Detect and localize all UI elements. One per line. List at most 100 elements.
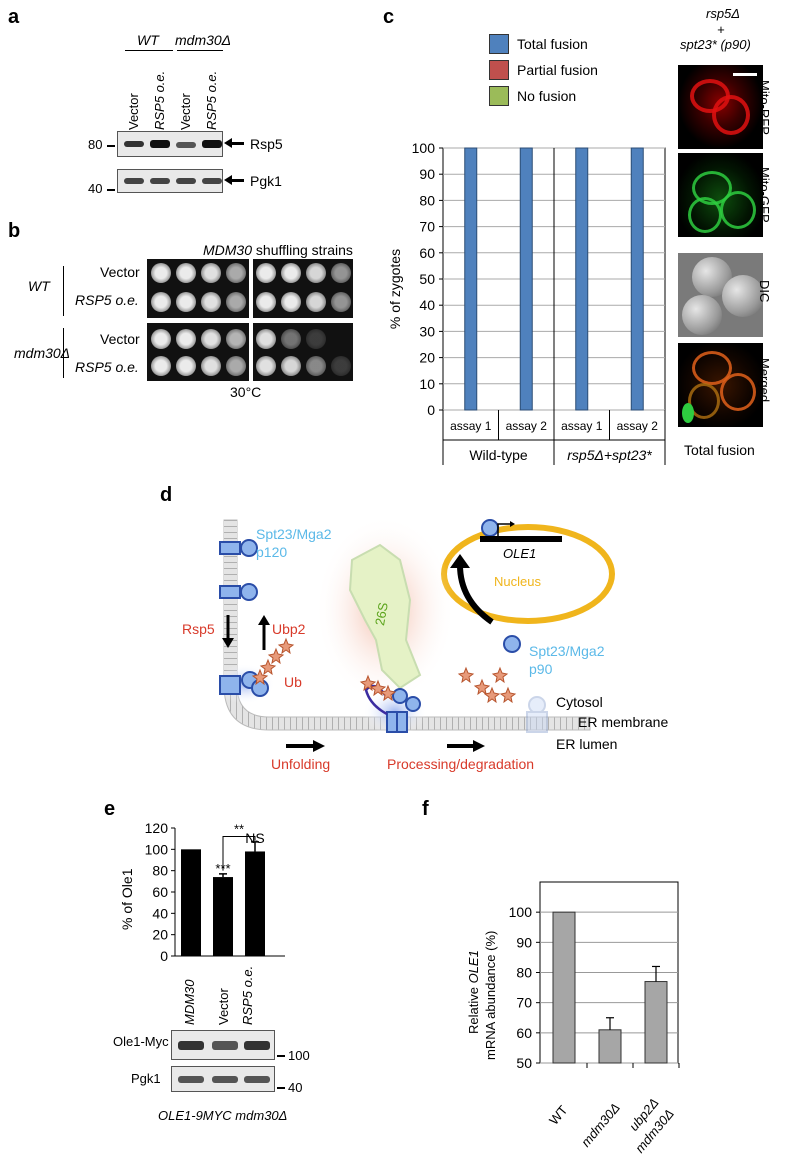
chart-e-ytick-label: 40 — [152, 905, 168, 921]
chart-c-bar — [630, 147, 644, 411]
colony-spot — [176, 263, 196, 283]
chart-c-category-label: assay 1 — [561, 419, 603, 433]
panel-label-d: d — [160, 484, 173, 506]
marker-tick-40-e — [277, 1087, 285, 1089]
chart-e-cat-rsp5-text: RSP5 o.e. — [240, 965, 255, 1025]
lane-label-1: Vector — [126, 93, 141, 130]
colony-spot — [281, 329, 301, 349]
import-arrow-head — [450, 554, 470, 568]
arrow-rsp5-head — [224, 138, 232, 148]
chart-e-sig-top: ** — [234, 821, 244, 836]
processing-arrow — [447, 740, 485, 752]
proteasome-26s — [315, 515, 455, 705]
chart-e-bar — [245, 851, 265, 956]
lane-label-3: Vector — [178, 93, 193, 130]
label-er-lumen: ER lumen — [556, 736, 618, 752]
colony-spot — [201, 292, 221, 312]
chart-f-ylabel-gene: OLE1 — [466, 950, 481, 984]
colony-spot — [226, 356, 246, 376]
marker-80: 80 — [88, 137, 103, 152]
chart-c-ytick-label: 0 — [427, 402, 435, 418]
micro-caption: Total fusion — [684, 442, 755, 458]
group-label-mdm30: mdm30Δ — [175, 32, 232, 48]
spot-group-mdm30: mdm30Δ — [14, 345, 71, 361]
chart-e-ylabel: % of Ole1 — [119, 868, 135, 930]
legend-swatch-partial — [489, 60, 509, 80]
chart-c-ylabel: % of zygotes — [387, 249, 403, 329]
chart-c-ytick-label: 20 — [419, 350, 435, 366]
label-spt23-p90-line2: p90 — [529, 661, 553, 677]
free-ubiquitin — [457, 666, 517, 704]
chart-f-ytick-label: 50 — [516, 1055, 532, 1071]
chart-e-ytick-label: 60 — [152, 884, 168, 900]
micro-image-dic — [677, 252, 764, 338]
chart-e-bar — [181, 849, 201, 956]
micro-label-merged: Merged — [757, 358, 772, 403]
chart-c-category-label: assay 1 — [450, 419, 492, 433]
label-ubp2: Ubp2 — [272, 621, 306, 637]
import-arrow — [457, 564, 494, 625]
lane-label-2: RSP5 o.e. — [152, 70, 167, 130]
chart-e-significance-bracket — [222, 836, 256, 871]
panel-label-a: a — [8, 6, 20, 28]
chart-c-bar — [519, 147, 533, 411]
spt23-p90-free — [503, 635, 521, 653]
lane-label-4: RSP5 o.e. — [204, 70, 219, 130]
chart-f-bar — [552, 911, 576, 1064]
panel-label-f: f — [422, 798, 429, 820]
legend-label-none: No fusion — [517, 88, 577, 104]
chart-c-ytick-label: 60 — [419, 245, 435, 261]
colony-spot — [226, 292, 246, 312]
colony-spot — [331, 356, 351, 376]
colony-spot — [256, 329, 276, 349]
ole1-myc-blot — [171, 1030, 275, 1060]
ubiquitin-chain-center — [359, 674, 397, 702]
label-ub: Ub — [284, 674, 302, 690]
colony-spot — [226, 263, 246, 283]
blot-label-pgk1: Pgk1 — [131, 1071, 161, 1086]
colony-spot — [306, 329, 326, 349]
panel-label-e: e — [104, 798, 116, 820]
legend-swatch-none — [489, 86, 509, 106]
colony-spot — [281, 263, 301, 283]
chart-c-bar — [575, 147, 589, 411]
spot-row-label-3: Vector — [100, 331, 140, 347]
spot-assay-title-gene: MDM30 — [203, 242, 253, 258]
chart-f-cat-mdm30: mdm30Δ — [578, 1100, 623, 1150]
spot-assay-title: MDM30 shuffling strains — [203, 242, 353, 258]
legend-swatch-total — [489, 34, 509, 54]
band-label-pgk1: Pgk1 — [250, 173, 282, 189]
spot-row-label-2: RSP5 o.e. — [75, 292, 139, 308]
panel-label-b: b — [8, 220, 21, 242]
chart-c-group-label: Wild-type — [469, 447, 528, 463]
band-label-rsp5: Rsp5 — [250, 136, 283, 152]
colony-spot — [151, 329, 171, 349]
marker-40-e: 40 — [288, 1080, 303, 1095]
micro-image-rfp — [677, 64, 764, 150]
er-vertical-segment — [224, 520, 237, 690]
label-spt23-p120-line1: Spt23/Mga2 — [256, 526, 332, 542]
rsp5-blot — [117, 131, 223, 157]
chart-e-ytick-label: 0 — [160, 948, 168, 964]
strain-label: OLE1-9MYC mdm30Δ — [158, 1108, 288, 1123]
colony-spot — [256, 263, 276, 283]
group-line-wt — [125, 50, 173, 51]
group-label-wt: WT — [137, 32, 159, 48]
chart-f-ylabel-line1: Relative OLE1 — [466, 950, 481, 1034]
colony-spot — [256, 292, 276, 312]
label-ole1-gene: OLE1 — [503, 546, 537, 561]
arrow-pgk1-head — [224, 175, 232, 185]
ubp2-arrow — [258, 615, 270, 650]
group-line-mdm30 — [177, 50, 223, 51]
chart-c-ytick-label: 90 — [419, 166, 435, 182]
chart-c-category-label: assay 2 — [617, 419, 659, 433]
chart-e-ytick-label: 20 — [152, 927, 168, 943]
chart-c-ytick-label: 10 — [419, 376, 435, 392]
chart-e-cat-vector: Vector — [216, 988, 231, 1025]
rsp5-arrow — [222, 615, 234, 648]
label-rsp5: Rsp5 — [182, 621, 215, 637]
chart-e-ytick-label: 100 — [145, 841, 169, 857]
